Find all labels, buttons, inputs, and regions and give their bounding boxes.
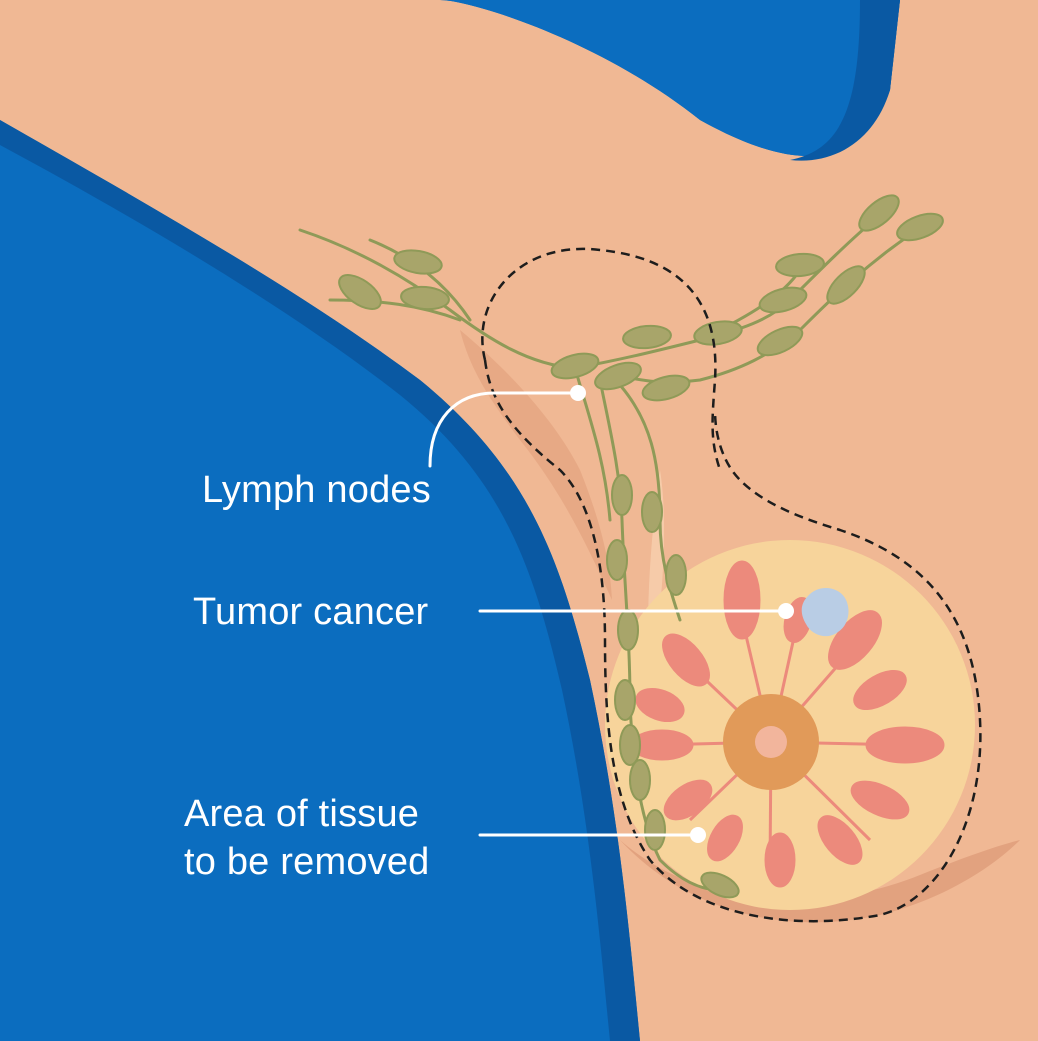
callout-dot-tumor (778, 603, 794, 619)
label-lymph-nodes-text: Lymph nodes (202, 469, 431, 511)
callout-dot-lymph (570, 385, 586, 401)
label-tumor-cancer: Tumor cancer (193, 588, 428, 636)
callout-dot-tissue (690, 827, 706, 843)
breast-shadow (620, 840, 1020, 923)
callouts (428, 391, 788, 837)
tumor (801, 587, 849, 637)
label-area-of-tissue: Area of tissue to be removed (184, 790, 430, 886)
label-tissue-line-1: Area of tissue (184, 793, 420, 835)
dashed-outline-nodes (481, 247, 722, 471)
label-tissue-line-2: to be removed (184, 841, 430, 883)
dashed-outline-tissue (483, 359, 982, 923)
upper-blue-shadow (790, 0, 900, 161)
upper-blue-region (440, 0, 900, 157)
label-lymph-nodes: Lymph nodes (202, 466, 431, 514)
nipple (755, 726, 787, 758)
callout-dots (570, 385, 794, 843)
callout-line-lymph (428, 391, 580, 468)
armpit-shadow (460, 330, 612, 600)
label-tumor-cancer-text: Tumor cancer (193, 591, 429, 633)
